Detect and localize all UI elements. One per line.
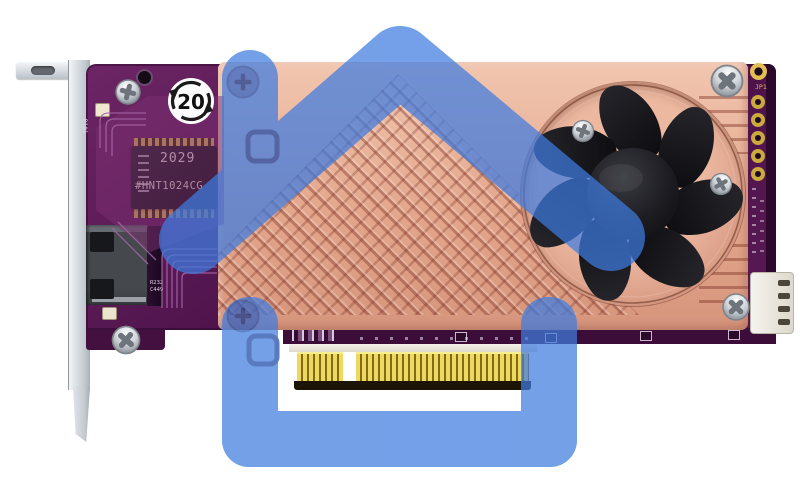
silkscreen-r-label: R232 — [150, 280, 164, 286]
silkscreen-ticks — [752, 188, 756, 258]
efup-badge-value: 20 — [177, 90, 205, 114]
edge-connector-fingers-short — [297, 352, 343, 382]
jp1-pad — [750, 63, 767, 80]
jp1-label: JP1 — [755, 83, 767, 91]
bracket-foot — [72, 386, 91, 442]
edge-connector-base — [294, 381, 531, 390]
fan-header-pin — [778, 319, 790, 325]
screw-icon — [106, 320, 146, 360]
ethernet-port-tab-top — [90, 232, 114, 252]
overlay-screw-icon — [226, 65, 260, 99]
silkscreen-c-label: C449 — [150, 287, 164, 293]
fan-header-pin — [778, 306, 790, 312]
overlay-mount-outline — [245, 129, 280, 164]
bracket-screw-slot — [31, 66, 55, 75]
through-hole — [751, 95, 765, 109]
pcb-hole — [138, 71, 151, 84]
ethernet-port-tab-bottom — [90, 279, 114, 299]
solder-pad-cluster — [292, 330, 334, 341]
efup-badge: 20 — [168, 78, 214, 124]
edge-connector-fingers-long — [356, 352, 529, 382]
edge-connector-bevel — [289, 344, 537, 352]
through-hole — [751, 149, 765, 163]
overlay-mount-outline — [246, 333, 280, 367]
led-component-bottom — [102, 307, 117, 320]
silkscreen-ticks — [760, 200, 764, 258]
home-icon — [159, 26, 645, 467]
home-base — [222, 411, 577, 467]
solder-pad — [640, 331, 652, 341]
fan-header-pin — [778, 280, 790, 286]
solder-pad — [728, 330, 740, 340]
fan-header-pin — [778, 293, 790, 299]
through-hole — [751, 131, 765, 145]
trace-dash-row — [360, 337, 528, 340]
through-hole — [751, 167, 765, 181]
ethernet-port-lip — [92, 297, 146, 302]
bracket-blade — [68, 60, 90, 390]
through-hole — [751, 113, 765, 127]
overlay-screw-icon — [226, 299, 260, 333]
screw-icon — [704, 58, 750, 104]
screw-icon — [716, 287, 756, 327]
pcb-right-edge — [766, 64, 776, 330]
